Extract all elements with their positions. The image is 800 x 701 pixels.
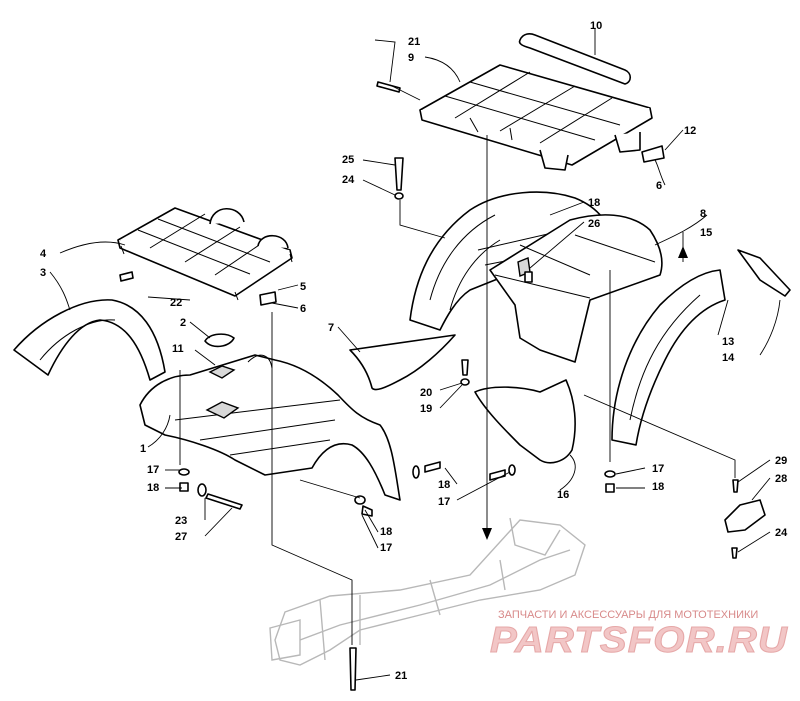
vehicle-frame bbox=[269, 517, 586, 666]
callout-9: 9 bbox=[408, 52, 414, 64]
rear-fender-flare bbox=[611, 269, 726, 446]
front-rack bbox=[117, 207, 293, 301]
callout-6: 6 bbox=[300, 303, 306, 315]
assembly-lines bbox=[179, 84, 736, 645]
watermark-logo: PARTSFOR.RU bbox=[490, 619, 788, 660]
callout-28: 28 bbox=[775, 473, 787, 485]
callout-3: 3 bbox=[40, 267, 46, 279]
leader-lines bbox=[49, 28, 781, 681]
callout-19: 19 bbox=[420, 403, 432, 415]
callout-2: 2 bbox=[180, 317, 186, 329]
callout-24: 24 bbox=[342, 174, 355, 186]
rear-rack bbox=[419, 64, 653, 171]
callout-1: 1 bbox=[140, 443, 146, 455]
callout-4: 4 bbox=[40, 248, 47, 260]
callout-10: 10 bbox=[590, 20, 602, 32]
callout-18: 18 bbox=[147, 482, 159, 494]
callout-7: 7 bbox=[328, 322, 334, 334]
callout-20: 20 bbox=[420, 387, 432, 399]
callout-24: 24 bbox=[775, 527, 788, 539]
callout-21: 21 bbox=[395, 670, 407, 682]
mount-bracket bbox=[724, 499, 766, 533]
callout-5: 5 bbox=[300, 281, 306, 293]
callout-13: 13 bbox=[722, 336, 734, 348]
callout-11: 11 bbox=[172, 343, 184, 355]
watermark-tagline: ЗАПЧАСТИ И АКСЕССУАРЫ ДЛЯ МОТОТЕХНИКИ bbox=[498, 609, 758, 621]
front-fender bbox=[139, 354, 401, 501]
rack-pad bbox=[518, 33, 632, 85]
callout-18: 18 bbox=[652, 481, 664, 493]
rack-clip bbox=[641, 145, 665, 163]
callout-18: 18 bbox=[380, 526, 392, 538]
callout-8: 8 bbox=[700, 208, 706, 220]
callout-17: 17 bbox=[147, 464, 159, 476]
callout-17: 17 bbox=[380, 542, 392, 554]
callout-16: 16 bbox=[557, 489, 569, 501]
callout-27: 27 bbox=[175, 531, 187, 543]
callout-labels: 1 2 3 4 5 6 6 7 8 9 10 11 12 13 14 15 16… bbox=[40, 20, 788, 682]
front-fender-flap bbox=[13, 299, 166, 381]
arrow-down-icon bbox=[482, 528, 492, 540]
fender-cap bbox=[204, 333, 235, 348]
side-panel bbox=[349, 334, 456, 391]
callout-14: 14 bbox=[722, 352, 735, 364]
callout-23: 23 bbox=[175, 515, 187, 527]
callout-29: 29 bbox=[775, 455, 787, 467]
callout-21: 21 bbox=[408, 36, 420, 48]
callout-25: 25 bbox=[342, 154, 354, 166]
arrow-up-icon bbox=[678, 246, 688, 258]
watermark: ЗАПЧАСТИ И АКСЕССУАРЫ ДЛЯ МОТОТЕХНИКИ PA… bbox=[490, 609, 788, 661]
callout-12: 12 bbox=[684, 125, 696, 137]
callout-6: 6 bbox=[656, 180, 662, 192]
rear-storage-box bbox=[489, 214, 663, 363]
callout-17: 17 bbox=[438, 496, 450, 508]
callout-17: 17 bbox=[652, 463, 664, 475]
callout-18: 18 bbox=[588, 197, 600, 209]
reflector bbox=[737, 249, 791, 297]
rear-mud-flap bbox=[474, 379, 576, 464]
callout-22: 22 bbox=[170, 297, 182, 309]
callout-26: 26 bbox=[588, 218, 600, 230]
callout-18: 18 bbox=[438, 479, 450, 491]
fasteners bbox=[119, 81, 739, 691]
callout-15: 15 bbox=[700, 227, 712, 239]
